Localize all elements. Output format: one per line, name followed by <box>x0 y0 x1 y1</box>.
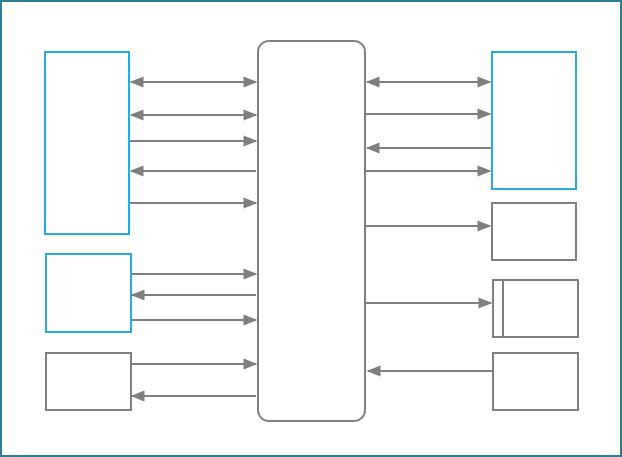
right-bottom-box <box>492 352 579 411</box>
central-hub <box>257 40 366 422</box>
left-top-box <box>44 51 130 235</box>
left-bottom-box <box>45 352 132 411</box>
right-box-2 <box>491 202 577 261</box>
left-middle-box <box>45 253 132 333</box>
right-top-box <box>491 51 577 190</box>
right-box-3 <box>492 279 579 338</box>
